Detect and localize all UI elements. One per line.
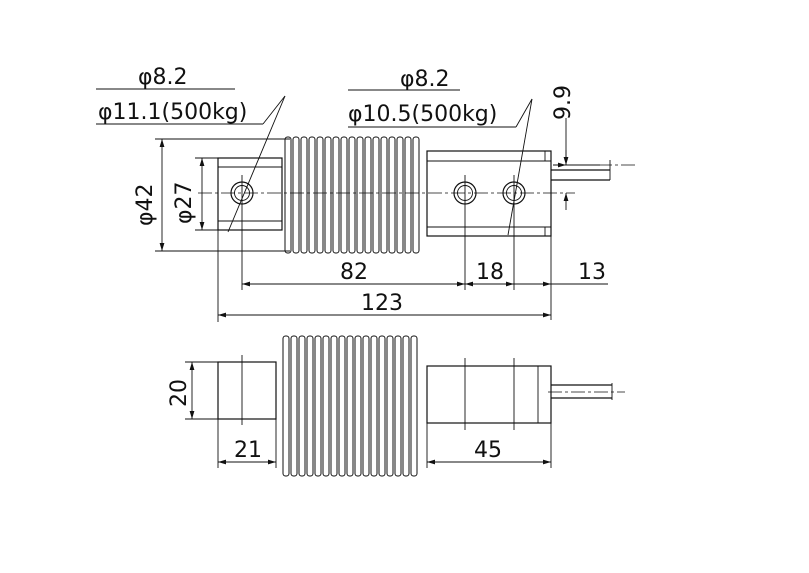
bellows-fin-top bbox=[396, 136, 404, 254]
bellows-fin-top bbox=[292, 136, 300, 254]
dim-end-offset bbox=[514, 236, 608, 320]
callout-left-small-dia: φ8.2 bbox=[138, 65, 188, 90]
bellows-fin-top bbox=[284, 136, 292, 254]
bellows-fin-side bbox=[346, 335, 354, 477]
bellows-fin-top bbox=[412, 136, 420, 254]
bellows-fin-side bbox=[298, 335, 306, 477]
bellows-fin-top bbox=[316, 136, 324, 254]
dim-inner-dia bbox=[195, 157, 218, 231]
callout-right-large-dia: φ10.5(500kg) bbox=[348, 102, 497, 127]
side-view: 20 21 45 bbox=[167, 335, 625, 477]
right-mount-block bbox=[426, 150, 552, 237]
bellows-fin-top bbox=[404, 136, 412, 254]
bellows-fin-side bbox=[402, 335, 410, 477]
bellows-side bbox=[282, 335, 418, 477]
callout-right-small-dia: φ8.2 bbox=[400, 67, 450, 92]
dim-right-block-label: 45 bbox=[474, 438, 502, 463]
dim-overall-length bbox=[217, 230, 551, 322]
top-view: φ8.2 φ11.1(500kg) φ8.2 φ10.5(500kg) φ42 … bbox=[96, 65, 635, 322]
dim-inner-dia-label: φ27 bbox=[172, 181, 197, 224]
bellows-fin-top bbox=[364, 136, 372, 254]
dim-overall-length-label: 123 bbox=[361, 291, 403, 316]
dim-height-label: 20 bbox=[167, 379, 192, 407]
dim-height bbox=[185, 361, 218, 420]
leader-hole-left bbox=[96, 88, 286, 233]
cable-side bbox=[551, 383, 613, 400]
dim-hole-pitch-label: 18 bbox=[476, 260, 504, 285]
bellows-fin-side bbox=[370, 335, 378, 477]
bellows-fin-side bbox=[290, 335, 298, 477]
bellows-fin-side bbox=[306, 335, 314, 477]
bellows-fin-top bbox=[340, 136, 348, 254]
bellows-fin-side bbox=[386, 335, 394, 477]
cable-top bbox=[551, 160, 611, 181]
bellows-fin-top bbox=[332, 136, 340, 254]
bellows-fin-side bbox=[338, 335, 346, 477]
side-right-block bbox=[426, 358, 552, 430]
dim-right-block bbox=[426, 423, 552, 468]
bellows-fin-top bbox=[324, 136, 332, 254]
bellows-fin-side bbox=[410, 335, 418, 477]
callout-left-large-dia: φ11.1(500kg) bbox=[98, 100, 247, 125]
dim-cable-offset-label: 9.9 bbox=[551, 85, 576, 120]
dim-left-block-label: 21 bbox=[234, 438, 262, 463]
bellows-fin-top bbox=[300, 136, 308, 254]
bellows-fin-top bbox=[348, 136, 356, 254]
bellows-fin-top bbox=[356, 136, 364, 254]
bellows-fin-side bbox=[362, 335, 370, 477]
bellows-fin-top bbox=[380, 136, 388, 254]
bellows-fin-top bbox=[372, 136, 380, 254]
bellows-fin-top bbox=[308, 136, 316, 254]
bellows-top bbox=[284, 136, 420, 254]
left-mount-block bbox=[217, 157, 283, 231]
bellows-fin-side bbox=[394, 335, 402, 477]
dim-hole-spacing-label: 82 bbox=[340, 260, 368, 285]
dim-outer-dia-label: φ42 bbox=[133, 183, 158, 226]
side-left-block bbox=[217, 355, 277, 425]
dim-outer-dia bbox=[155, 138, 290, 252]
bellows-fin-side bbox=[322, 335, 330, 477]
bellows-fin-top bbox=[388, 136, 396, 254]
bellows-fin-side bbox=[354, 335, 362, 477]
dim-end-offset-label: 13 bbox=[578, 260, 606, 285]
leader-hole-right bbox=[348, 89, 533, 236]
bellows-fin-side bbox=[330, 335, 338, 477]
bellows-fin-side bbox=[282, 335, 290, 477]
bellows-fin-side bbox=[314, 335, 322, 477]
dim-left-block bbox=[217, 419, 277, 468]
bellows-fin-side bbox=[378, 335, 386, 477]
dim-cable-offset bbox=[553, 118, 600, 210]
